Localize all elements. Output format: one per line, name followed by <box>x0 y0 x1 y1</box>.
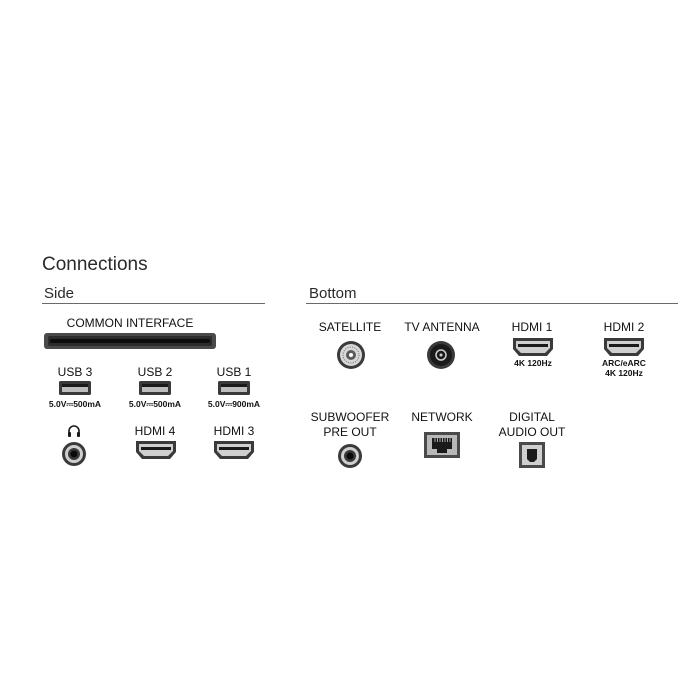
satellite-connector-icon <box>337 341 365 369</box>
usb-port-icon <box>139 381 171 395</box>
bottom-heading: Bottom <box>309 285 357 302</box>
hdmi1-label: HDMI 1 <box>511 320 553 334</box>
network-label: NETWORK <box>411 410 473 424</box>
subwoofer-label-line2: PRE OUT <box>323 425 377 439</box>
tv-antenna-label: TV ANTENNA <box>404 320 480 334</box>
usb1-rating: 5.0V⎓900mA <box>207 399 261 409</box>
hdmi3-label: HDMI 3 <box>213 424 255 438</box>
digital-audio-label-line1: DIGITAL <box>509 410 555 424</box>
hdmi2-label: HDMI 2 <box>603 320 645 334</box>
usb2-label: USB 2 <box>137 365 173 379</box>
headphone-jack-icon <box>62 442 86 466</box>
ethernet-port-icon <box>424 432 460 458</box>
bottom-divider <box>306 303 678 304</box>
hdmi2-spec-refresh: 4K 120Hz <box>605 368 643 378</box>
subwoofer-jack-icon <box>338 444 362 468</box>
optical-port-icon <box>519 442 545 468</box>
digital-audio-label-line2: AUDIO OUT <box>498 425 566 439</box>
usb-port-icon <box>218 381 250 395</box>
page-title: Connections <box>42 254 148 275</box>
hdmi2-spec-arc: ARC/eARC <box>602 358 646 368</box>
hdmi-port-icon <box>513 338 553 356</box>
hdmi-port-icon <box>136 441 176 459</box>
common-interface-slot-icon <box>44 333 216 349</box>
usb3-label: USB 3 <box>57 365 93 379</box>
hdmi4-label: HDMI 4 <box>134 424 176 438</box>
hdmi-port-icon <box>214 441 254 459</box>
hdmi-port-icon <box>604 338 644 356</box>
usb3-rating: 5.0V⎓500mA <box>48 399 102 409</box>
headphones-icon <box>68 425 80 437</box>
side-divider <box>42 303 265 304</box>
side-heading: Side <box>44 285 75 302</box>
satellite-label: SATELLITE <box>318 320 382 334</box>
usb2-rating: 5.0V⎓500mA <box>128 399 182 409</box>
usb-port-icon <box>59 381 91 395</box>
hdmi1-spec: 4K 120Hz <box>514 358 552 368</box>
usb1-label: USB 1 <box>216 365 252 379</box>
subwoofer-label-line1: SUBWOOFER <box>310 410 390 424</box>
common-interface-label: COMMON INTERFACE <box>66 316 194 330</box>
antenna-connector-icon <box>427 341 455 369</box>
